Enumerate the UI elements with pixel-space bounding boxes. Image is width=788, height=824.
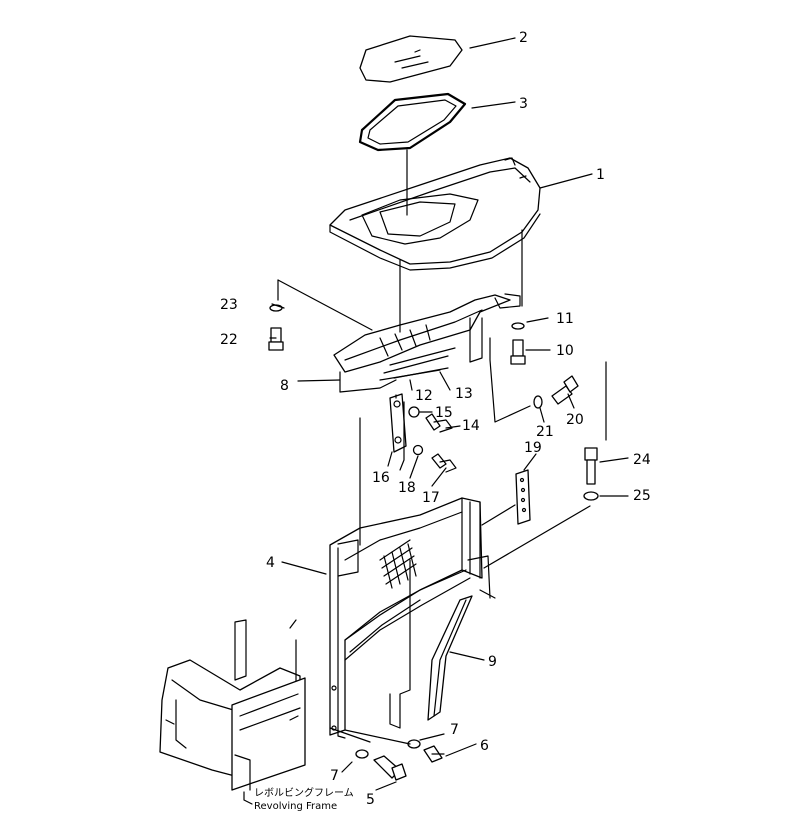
callout-20: 20 (566, 412, 584, 428)
revolving-frame (159, 619, 306, 791)
callout-10: 10 (556, 343, 574, 359)
callout-17: 17 (422, 490, 440, 506)
assembly-lines (277, 149, 607, 745)
parts-12-13-rods (379, 367, 449, 381)
callout-22: 22 (220, 332, 238, 348)
callout-3: 3 (519, 96, 528, 112)
callout-18: 18 (398, 480, 416, 496)
callout-15: 15 (435, 405, 453, 421)
callout-4: 4 (266, 555, 275, 571)
callout-23: 23 (220, 297, 238, 313)
leader-lines (243, 37, 629, 805)
callout-7-right: 7 (450, 722, 459, 738)
callout-labels: 2 3 1 23 22 11 10 8 12 13 15 14 16 18 17… (220, 30, 651, 808)
part-3-gasket (358, 92, 467, 152)
part-9-brace (427, 595, 473, 721)
callout-9: 9 (488, 654, 497, 670)
part-4-guard-frame (329, 497, 496, 739)
callout-5: 5 (366, 792, 375, 808)
part-16-bracket (389, 393, 407, 453)
caption-japanese: レボルビングフレーム (254, 786, 354, 799)
callout-12: 12 (415, 388, 433, 404)
callout-1: 1 (596, 167, 605, 183)
part-19-plate (515, 469, 531, 525)
callout-16: 16 (372, 470, 390, 486)
callout-8: 8 (280, 378, 289, 394)
callout-24: 24 (633, 452, 651, 468)
callout-25: 25 (633, 488, 651, 504)
callout-14: 14 (462, 418, 480, 434)
callout-11: 11 (556, 311, 574, 327)
callout-7-left: 7 (330, 768, 339, 784)
part-2-cover-plate (359, 35, 463, 83)
callout-19: 19 (524, 440, 542, 456)
fasteners (268, 304, 599, 781)
callout-21: 21 (536, 424, 554, 440)
part-8-frame (333, 293, 521, 393)
part-1-housing (329, 157, 541, 271)
callout-2: 2 (519, 30, 528, 46)
revolving-frame-caption: レボルビングフレーム Revolving Frame (254, 786, 354, 812)
caption-english: Revolving Frame (254, 801, 337, 812)
callout-6: 6 (480, 738, 489, 754)
callout-13: 13 (455, 386, 473, 402)
